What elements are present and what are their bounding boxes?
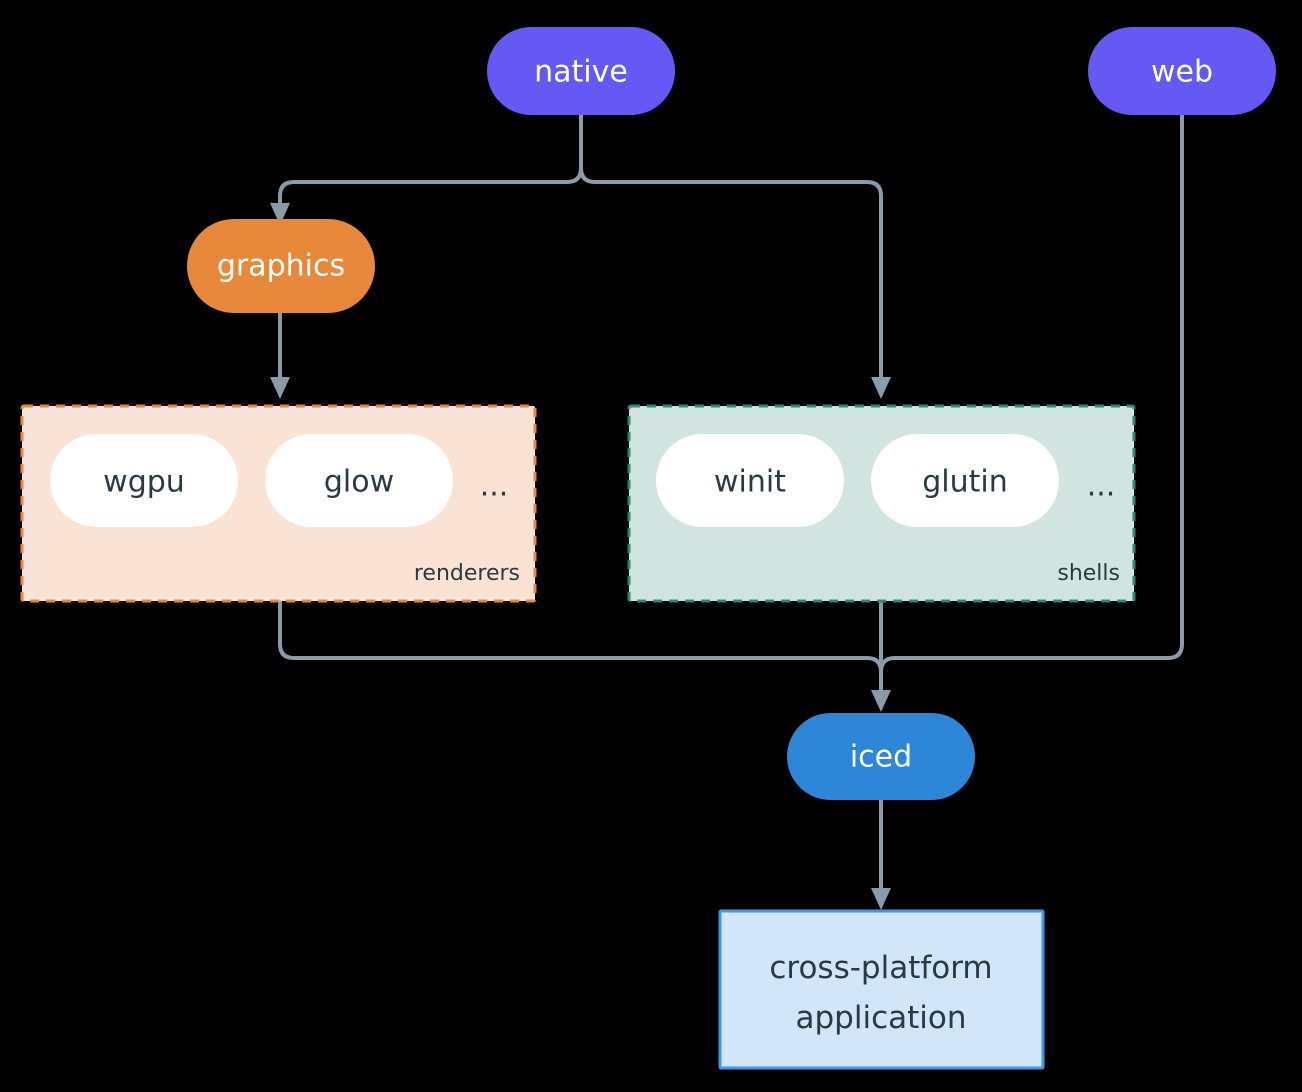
- renderer-pill-glow[interactable]: [265, 434, 453, 527]
- node-native[interactable]: native: [487, 27, 675, 115]
- renderer-label-wgpu: wgpu: [103, 465, 185, 500]
- shell-label-winit: winit: [714, 465, 786, 500]
- node-iced[interactable]: iced: [787, 713, 975, 800]
- renderer-pill-wgpu[interactable]: [50, 434, 238, 527]
- native-pill-shape[interactable]: [487, 27, 675, 115]
- graphics-label: graphics: [217, 249, 345, 284]
- iced-label: iced: [850, 740, 912, 775]
- arrowhead-native-graphics: [270, 203, 290, 225]
- native-label: native: [534, 55, 628, 90]
- arrowhead-native-shells: [871, 377, 891, 399]
- application-box-shape[interactable]: [718, 909, 1045, 1070]
- edge-native-to-shells: [579, 111, 883, 384]
- shells-caption: shells: [1057, 561, 1120, 586]
- shell-label-glutin: glutin: [922, 465, 1008, 500]
- node-web[interactable]: web: [1088, 27, 1276, 115]
- node-application[interactable]: cross-platform application: [718, 909, 1045, 1070]
- edge-native-to-graphics: [278, 111, 583, 214]
- shells-more-ellipsis: ...: [1087, 469, 1116, 504]
- iced-pill-shape[interactable]: [787, 713, 975, 800]
- group-renderers: wgpu glow ... renderers: [20, 404, 537, 603]
- renderers-more-ellipsis: ...: [480, 469, 509, 504]
- arrowhead-graphics-renderers: [270, 377, 290, 399]
- shell-pill-glutin[interactable]: [871, 434, 1059, 527]
- edge-renderers-to-iced: [278, 599, 883, 694]
- edge-layer: [270, 111, 1184, 910]
- renderer-label-glow: glow: [324, 465, 394, 500]
- renderers-caption: renderers: [414, 561, 520, 586]
- graphics-pill-shape[interactable]: [187, 219, 375, 313]
- shell-pill-winit[interactable]: [656, 434, 844, 527]
- web-label: web: [1151, 55, 1213, 90]
- application-label-line1: cross-platform: [769, 950, 992, 986]
- node-graphics[interactable]: graphics: [187, 219, 375, 313]
- arrowhead-merge-iced: [871, 690, 891, 712]
- group-shells: winit glutin ... shells: [627, 404, 1136, 603]
- edge-web-to-iced: [879, 111, 1184, 694]
- web-pill-shape[interactable]: [1088, 27, 1276, 115]
- arrowhead-iced-application: [871, 888, 891, 910]
- application-label-line2: application: [796, 1000, 967, 1036]
